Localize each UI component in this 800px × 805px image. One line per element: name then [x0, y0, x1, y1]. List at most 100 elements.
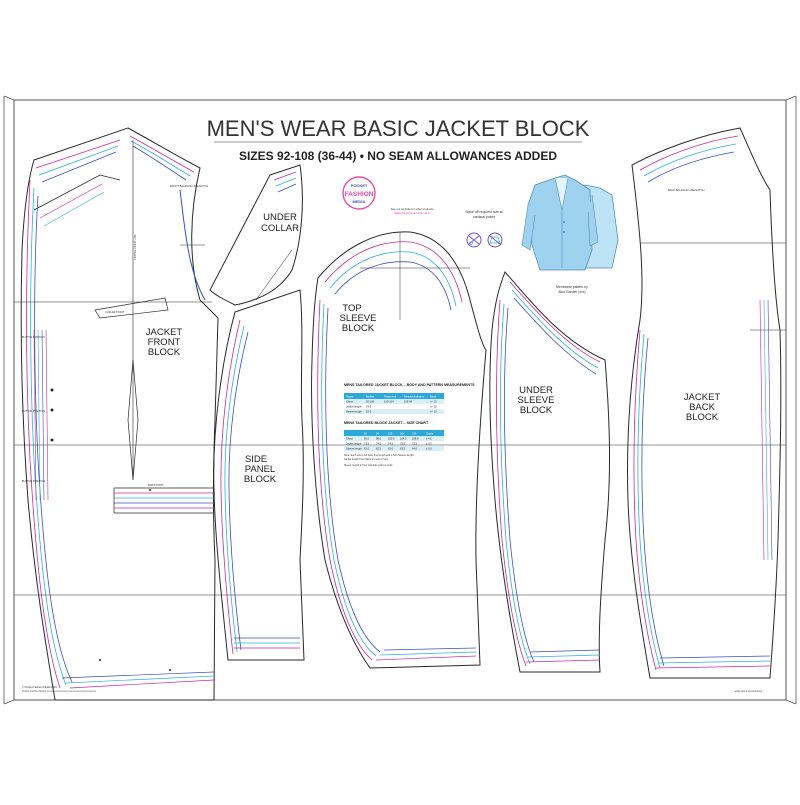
- sheet-border: [3, 95, 797, 705]
- copyright-line-2: Pocket Fashion Media, xxxxxxxxxxxxxxxxxx…: [22, 690, 97, 693]
- sc-r1-c4: 75.0: [400, 442, 406, 446]
- sc-r2-c3: 63.0: [388, 447, 394, 451]
- top-sleeve-label-2: SLEEVE: [340, 313, 377, 324]
- spike-note-1: Spike off required size at: [465, 210, 502, 214]
- front-block-label-1: JACKET: [146, 327, 183, 338]
- page-title: MEN'S WEAR BASIC JACKET BLOCK: [207, 116, 590, 141]
- mt-header-2: Placement: [384, 395, 397, 399]
- mt-r0-c1: 92-106: [366, 400, 375, 404]
- copyright-line-1: © Pocket Fashion Media 2016: [22, 685, 57, 689]
- sc-r2-c5: 64.0: [412, 447, 418, 451]
- sc-r0-c1: 92.0: [364, 437, 370, 441]
- sc-r1-c5: 75.5: [412, 442, 418, 446]
- mt-header-0: Target: [346, 395, 353, 399]
- mt-r0-c0: Chest: [346, 400, 353, 404]
- no-scissors-icon: [466, 232, 482, 248]
- sc-r1-c1: 73.5: [364, 442, 370, 446]
- illustration-caption-1: Menswear pattern by: [556, 285, 588, 289]
- sc-r0-c5: 108.0: [412, 437, 419, 441]
- illustration-caption-2: Aiko Garden (xxx): [558, 290, 585, 294]
- front-balance-label: FRONT BALANCE LINE/NOTCH: [170, 184, 208, 188]
- under-collar-label-1: UNDER: [263, 212, 297, 223]
- sc-r2-c2: 62.5: [376, 447, 382, 451]
- mt-r1-c0: Jacket length: [346, 405, 362, 409]
- under-sleeve-label-3: BLOCK: [520, 405, 553, 416]
- size-chart-table: MENS TAILORED BLOCK JACKET – SIZE CHART …: [344, 421, 444, 467]
- side-panel-label-1: SIDE: [245, 454, 267, 465]
- badge-line-2: FASHION: [345, 191, 374, 198]
- top-sleeve-label-3: BLOCK: [342, 323, 375, 334]
- sc-r0-c0: Chest: [346, 437, 353, 441]
- back-block: [612, 127, 786, 679]
- collar-point-label: COLLAR POINT: [105, 310, 124, 314]
- sc-header-2: 96: [376, 432, 379, 436]
- under-sleeve-label-2: SLEEVE: [518, 395, 555, 406]
- sc-header-6: Grade: [426, 432, 434, 436]
- sc-r2-c1: 62.0: [364, 447, 370, 451]
- button-position-2: BUTTON POSITION: [22, 410, 45, 413]
- side-panel-block: [213, 289, 305, 661]
- dart-point-label: DART POINT: [148, 483, 164, 487]
- measurements-title: MENS TAILORED JACKET BLOCK – BODY AND PA…: [344, 383, 475, 387]
- centre-front-label: CENTRE FRONT LINE: [134, 234, 137, 260]
- page-subtitle: SIZES 92-108 (36-44) • NO SEAM ALLOWANCE…: [239, 149, 557, 163]
- mt-header-1: Bodice: [366, 395, 374, 399]
- sc-r0-c2: 96.0: [376, 437, 382, 441]
- button-position-3: BUTTON POSITION: [22, 480, 45, 483]
- mt-r0-c3: 106-94: [404, 400, 413, 404]
- front-block: [14, 127, 219, 701]
- sc-r1-c0: Jacket length: [346, 442, 362, 446]
- mt-r1-c1: 74-5: [366, 405, 372, 409]
- sc-r1-c6: ± 0.5: [426, 442, 432, 446]
- front-block-label-3: BLOCK: [148, 347, 181, 358]
- badge-line-3: MEDIA: [353, 199, 366, 204]
- back-balance-label: BACK BALANCE LINE/NOTCH: [668, 188, 704, 192]
- under-sleeve-block: [486, 271, 612, 673]
- sc-r1-c3: 74.5: [388, 442, 394, 446]
- sc-r0-c6: ± 4.0: [426, 437, 432, 441]
- sc-note-1: Note: Each size's full body line length …: [344, 454, 414, 457]
- sc-header-3: 100: [388, 432, 393, 436]
- sc-header-4: 104: [400, 432, 405, 436]
- under-collar: [209, 164, 303, 306]
- no-iron-icon: [487, 232, 503, 248]
- sc-note-2: Jacket length from Nape of neck to hem.: [344, 458, 389, 461]
- back-block-label-2: BACK: [689, 402, 716, 413]
- jacket-illustration-icon: [521, 174, 619, 271]
- spike-note-2: cardinal points: [473, 215, 495, 219]
- mt-header-3: Sleeve/Underarm: [404, 395, 424, 399]
- badge-caption-1: See our website for other products: [391, 207, 434, 211]
- sc-r0-c4: 104.0: [400, 437, 407, 441]
- sc-header-1: 92: [364, 432, 367, 436]
- sc-r1-c2: 74.0: [376, 442, 382, 446]
- sc-r2-c4: 63.5: [400, 447, 406, 451]
- mt-r2-c1: 62-5: [366, 410, 372, 414]
- fashion-media-badge-icon: POCKET FASHION MEDIA: [342, 176, 376, 210]
- back-block-label-1: JACKET: [684, 392, 721, 403]
- sc-r0-c3: 100.0: [388, 437, 395, 441]
- size-chart-title: MENS TAILORED BLOCK JACKET – SIZE CHART: [344, 421, 429, 425]
- badge-caption-2: www.xxxxxxxxxxxxxxxx.com: [394, 211, 430, 215]
- mt-r1-c4: +/- 10: [430, 405, 437, 409]
- mt-header-4: Block: [430, 395, 437, 399]
- top-sleeve-block: [305, 231, 487, 669]
- mt-r0-c2: 100-104: [384, 400, 394, 404]
- sc-header-5: 108: [412, 432, 417, 436]
- mt-r2-c4: +/- 10: [430, 410, 437, 414]
- back-block-label-3: BLOCK: [686, 412, 719, 423]
- under-collar-label-2: COLLAR: [261, 223, 299, 234]
- measurements-table: MENS TAILORED JACKET BLOCK – BODY AND PA…: [344, 383, 475, 414]
- badge-line-1: POCKET: [351, 183, 368, 188]
- footer-right-note: www.xxxxx.xxxxxxxxxxx: [734, 690, 762, 693]
- under-sleeve-label-1: UNDER: [519, 385, 553, 396]
- front-outline: [20, 127, 219, 701]
- sc-r2-c6: ± 0.5: [426, 447, 432, 451]
- sc-note-3: Sleeve length is from shoulder point to …: [344, 464, 393, 467]
- top-sleeve-label-1: TOP: [342, 303, 361, 314]
- side-panel-label-2: PANEL: [245, 464, 275, 475]
- sc-r2-c0: Sleeve length: [346, 447, 362, 451]
- front-block-label-2: FRONT: [148, 337, 181, 348]
- side-panel-label-3: BLOCK: [244, 474, 277, 485]
